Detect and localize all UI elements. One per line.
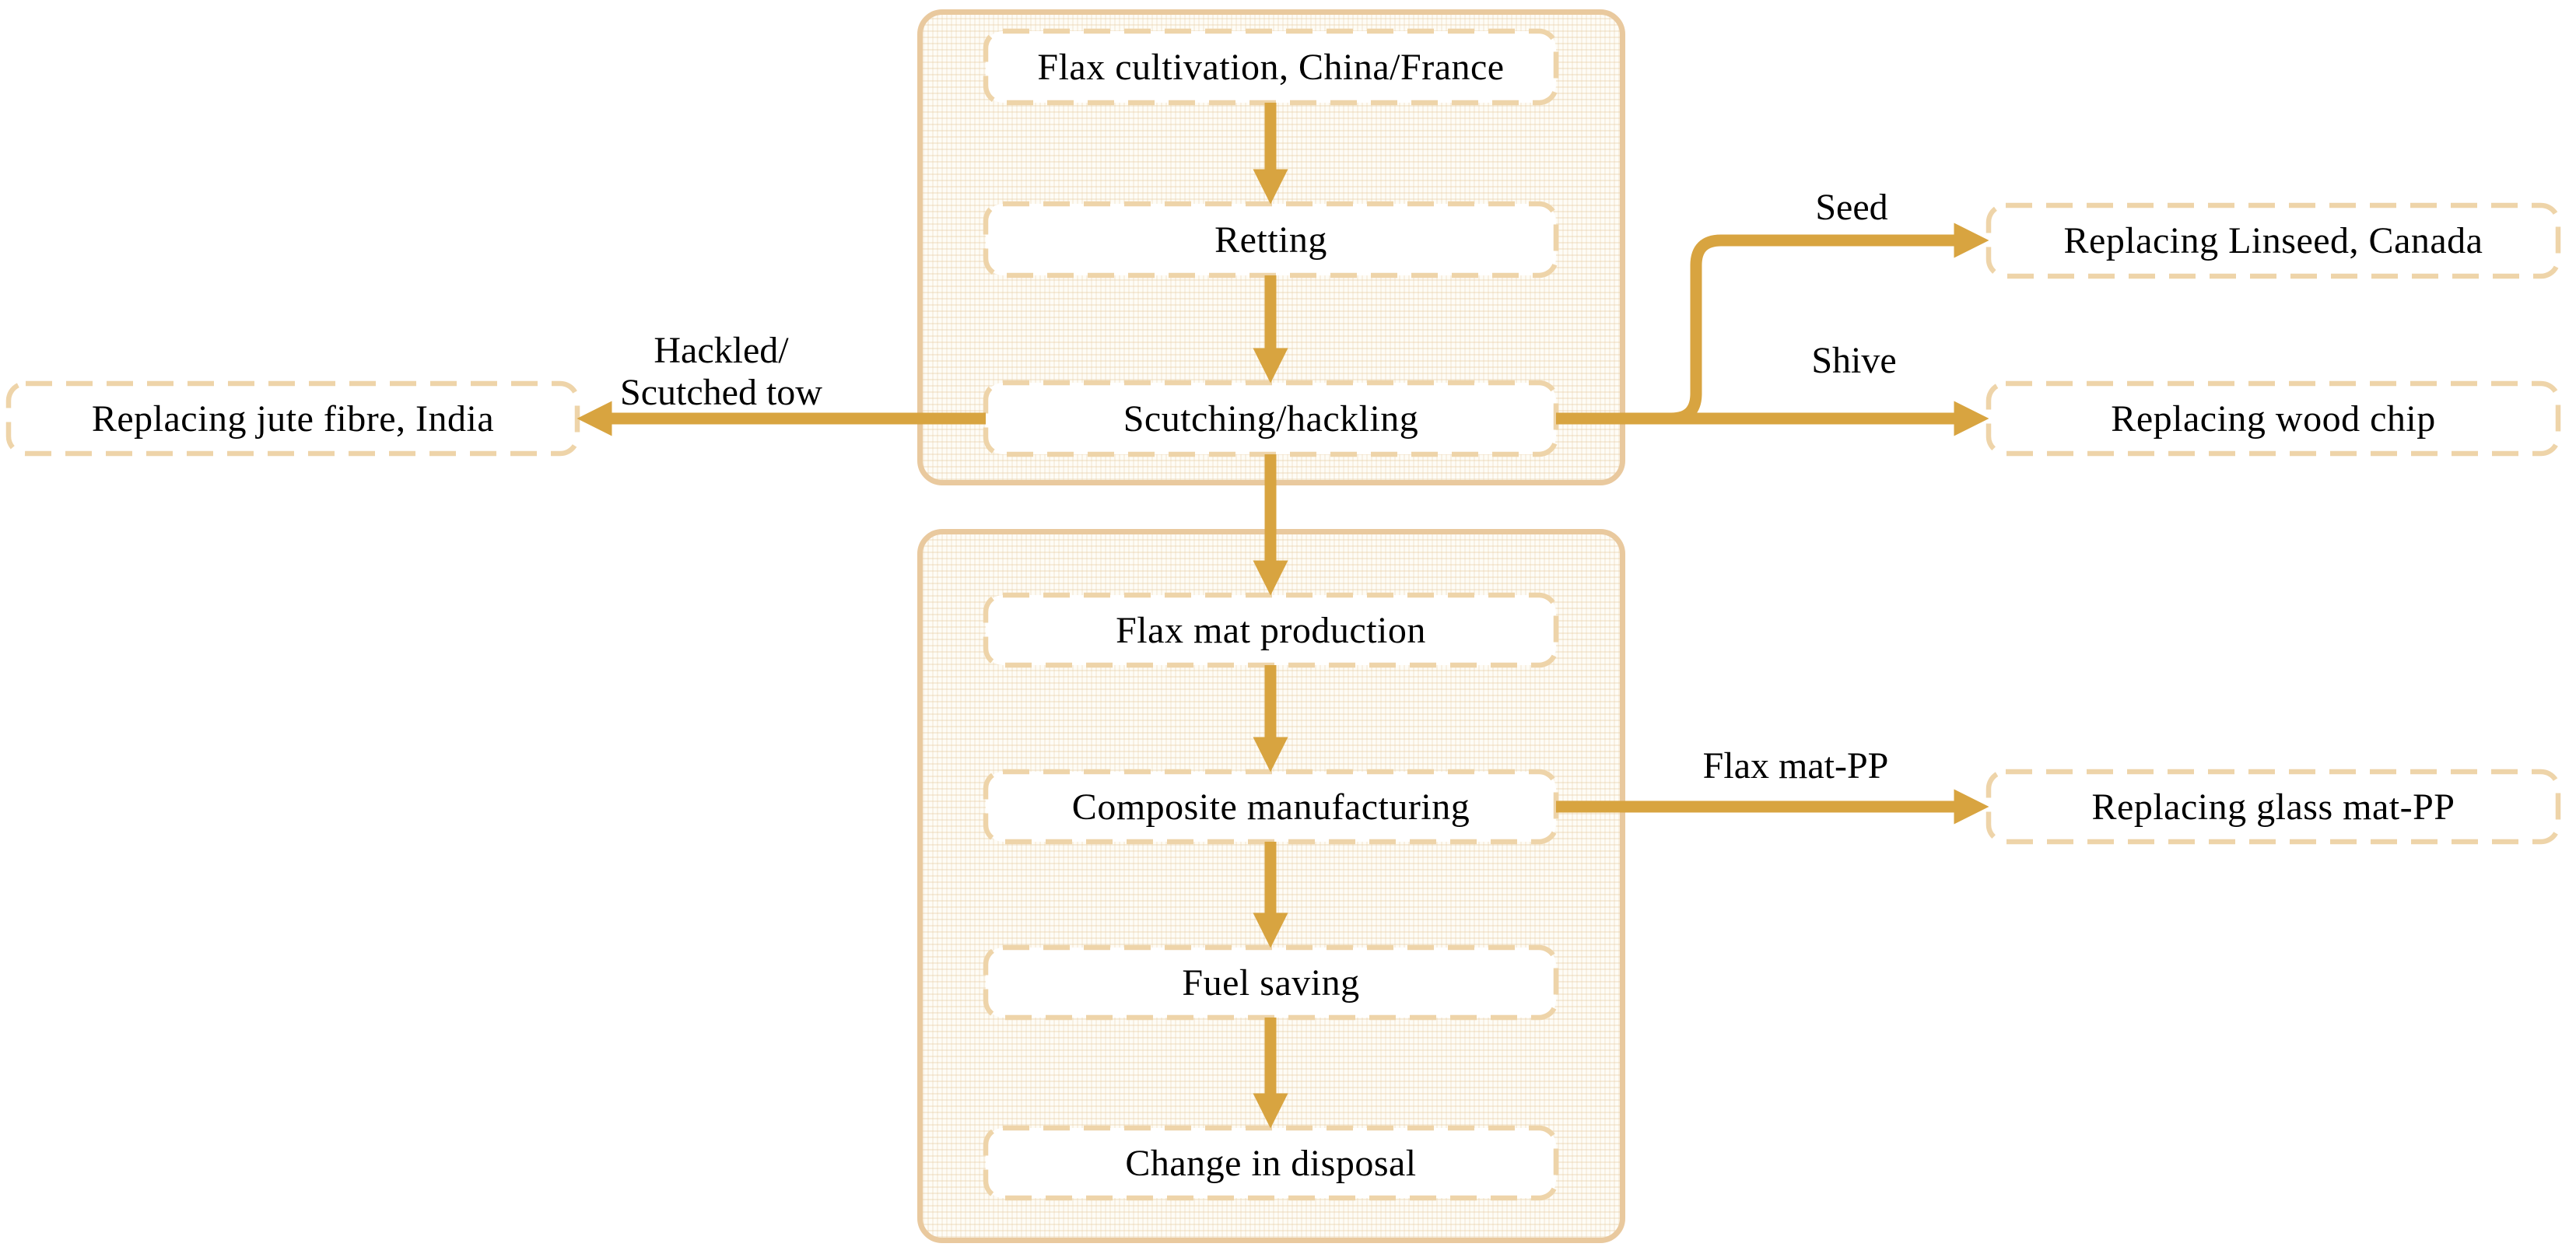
node-label-woodchip: Replacing wood chip — [2111, 398, 2436, 440]
node-label-fuel: Fuel saving — [1182, 962, 1360, 1004]
edge-label-seed: Seed — [1815, 187, 1888, 228]
box-linseed — [1985, 202, 2561, 279]
node-label-glass-mat: Replacing glass mat-PP — [2091, 786, 2455, 828]
node-label-flax-mat: Flax mat production — [1116, 609, 1426, 651]
edge-label-hackled-scutched-tow: Hackled/ Scutched tow — [620, 330, 822, 413]
node-label-linseed: Replacing Linseed, Canada — [2063, 220, 2483, 261]
edge-label-shive: Shive — [1811, 340, 1897, 381]
node-label-retting: Retting — [1214, 219, 1327, 261]
node-label-jute: Replacing jute fibre, India — [91, 398, 495, 440]
flow-arrows — [577, 103, 1989, 1129]
arrow-scutching-to-linseed — [1556, 222, 1989, 425]
node-label-flax-cultivation: Flax cultivation, China/France — [1037, 46, 1505, 88]
node-label-scutching: Scutching/hackling — [1123, 398, 1419, 440]
node-label-disposal: Change in disposal — [1125, 1142, 1417, 1184]
node-boxes — [5, 28, 2561, 1201]
box-glass-mat — [1985, 769, 2561, 845]
edge-label-flax-mat-pp: Flax mat-PP — [1702, 745, 1889, 786]
box-woodchip — [1985, 380, 2561, 457]
node-label-composite: Composite manufacturing — [1071, 786, 1470, 828]
